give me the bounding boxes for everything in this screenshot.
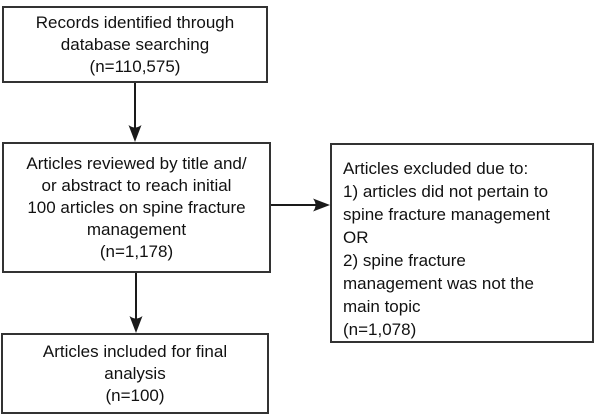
arrow-records-to-reviewed <box>128 83 142 142</box>
box-records-identified: Records identified through database sear… <box>2 6 268 83</box>
arrowhead-right-icon <box>313 198 330 212</box>
arrowhead-down-icon <box>128 125 142 142</box>
arrow-reviewed-to-excluded <box>271 198 330 212</box>
box-articles-excluded: Articles excluded due to: 1) articles di… <box>330 143 594 343</box>
box-articles-reviewed: Articles reviewed by title and/ or abstr… <box>2 142 271 273</box>
arrow-reviewed-to-included <box>129 273 143 333</box>
arrowhead-down-icon <box>129 316 143 333</box>
box-articles-included: Articles included for final analysis (n=… <box>1 333 269 414</box>
